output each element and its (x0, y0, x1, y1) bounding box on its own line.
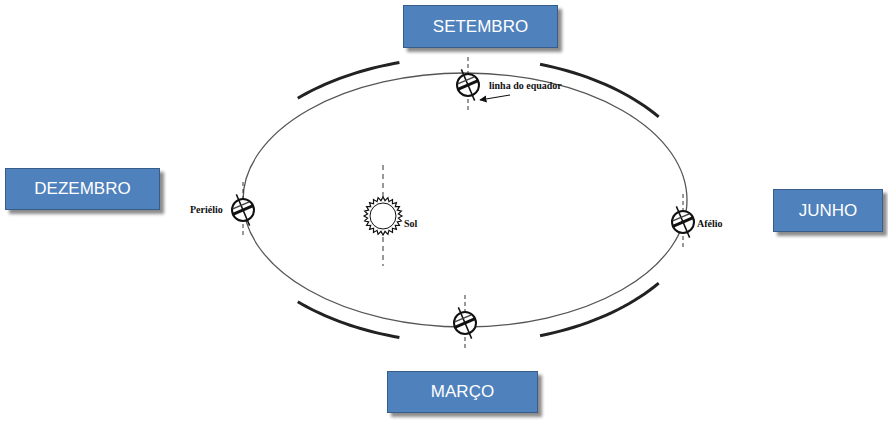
leader-arrow (480, 95, 510, 100)
sun-disk (370, 203, 396, 229)
figure-label: Periélio (190, 204, 223, 215)
figure-label: Afélio (697, 218, 723, 229)
motion-arc (298, 302, 400, 338)
motion-arc (298, 63, 400, 99)
orbit-ellipse (243, 73, 687, 327)
motion-arc (540, 283, 659, 336)
earth-symbol (448, 295, 482, 351)
month-box: SETEMBRO (403, 5, 558, 48)
month-box: MARÇO (387, 371, 538, 413)
figure-label: Sol (404, 218, 417, 229)
sun-symbol (364, 197, 402, 235)
month-box: DEZEMBRO (5, 168, 160, 210)
month-label: MARÇO (431, 382, 494, 402)
month-box: JUNHO (773, 189, 883, 232)
month-label: SETEMBRO (433, 17, 528, 37)
earth-symbol (666, 194, 700, 250)
month-label: JUNHO (799, 201, 858, 221)
earth-symbol (226, 182, 260, 238)
figure-label: linha do equador (489, 80, 562, 91)
earth-symbol (451, 57, 485, 113)
month-label: DEZEMBRO (34, 179, 130, 199)
